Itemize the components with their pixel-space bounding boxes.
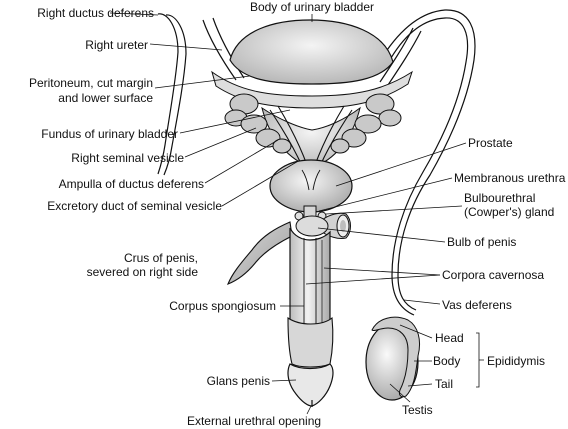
ductus-deferens-left — [157, 13, 187, 176]
label-right-seminal-vesicle: Right seminal vesicle — [71, 151, 184, 165]
label-excretory-duct: Excretory duct of seminal vesicle — [47, 199, 222, 213]
label-epididymis-body: Body — [433, 354, 461, 368]
leader-lines — [109, 12, 484, 415]
epididymis — [371, 316, 421, 398]
label-bulbourethral-line2: (Cowper's) gland — [464, 205, 555, 219]
prepuce — [287, 316, 334, 368]
label-glans-penis: Glans penis — [206, 374, 270, 388]
ductus-deferens-right — [382, 9, 476, 316]
label-bulb-of-penis: Bulb of penis — [447, 235, 517, 249]
label-body-urinary-bladder: Body of urinary bladder — [249, 0, 375, 14]
label-epididymis-tail: Tail — [435, 377, 454, 391]
label-epididymis: Epididymis — [487, 354, 546, 368]
label-vas-deferens: Vas deferens — [442, 298, 512, 312]
label-peritoneum-line1: Peritoneum, cut margin — [28, 76, 153, 90]
ureters — [202, 17, 422, 86]
label-right-ductus-deferens: Right ductus deferens — [37, 6, 154, 20]
label-corpora-cavernosa: Corpora cavernosa — [442, 268, 545, 282]
label-ampulla-of-ductus-deferens: Ampulla of ductus deferens — [58, 177, 204, 191]
label-external-urethral-opening: External urethral opening — [186, 414, 322, 428]
penile-shaft — [289, 227, 331, 337]
glans-penis — [287, 363, 334, 407]
label-fundus-of-urinary-bladder: Fundus of urinary bladder — [41, 127, 178, 141]
bladder-fundus — [261, 106, 361, 169]
corpus-spongiosum — [303, 238, 317, 334]
label-right-ureter: Right ureter — [85, 38, 148, 52]
label-crus-line1: Crus of penis, — [123, 251, 198, 265]
label-prostate: Prostate — [468, 136, 513, 150]
prostate — [269, 159, 353, 213]
bulb-of-penis — [295, 215, 329, 237]
label-corpus-spongiosum: Corpus spongiosum — [169, 299, 276, 313]
peritoneum — [211, 70, 413, 109]
seminal-vesicles — [224, 93, 402, 154]
prostate-ducts — [301, 169, 321, 191]
crus-left — [227, 221, 293, 285]
label-epididymis-head: Head — [435, 331, 464, 345]
label-peritoneum-line2: and lower surface — [58, 91, 153, 105]
label-testis: Testis — [402, 403, 433, 417]
bladder-body — [229, 19, 394, 85]
label-bulbourethral-line1: Bulbourethral — [464, 191, 536, 205]
label-membranous-urethra: Membranous urethra — [454, 171, 566, 185]
crus-right-cut — [321, 212, 351, 239]
label-crus-line2: severed on right side — [86, 265, 198, 279]
